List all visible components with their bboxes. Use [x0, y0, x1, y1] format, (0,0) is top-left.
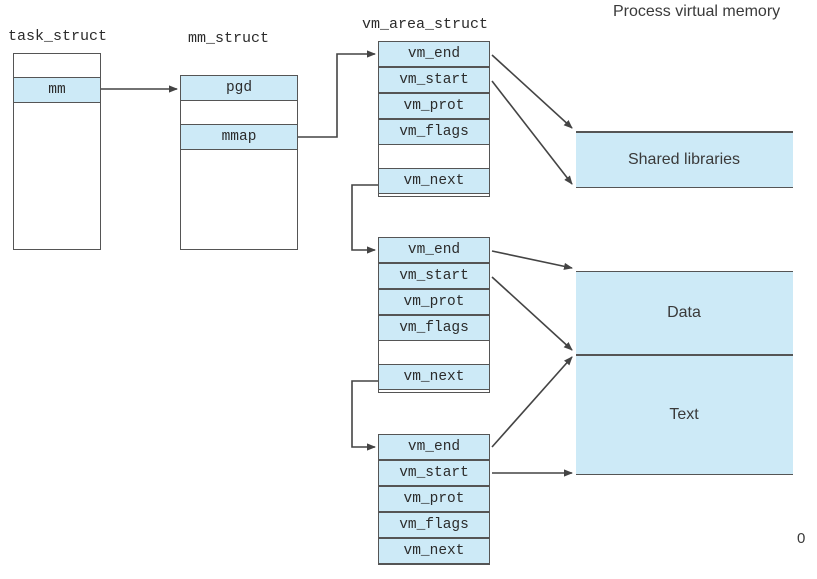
edge-vma3-end-to-text-top [491, 356, 573, 448]
vma3-row-vm-start[interactable]: vm_start [379, 459, 489, 486]
vma2-row-vm-end[interactable]: vm_end [379, 236, 489, 263]
task-struct-row-0 [14, 54, 100, 77]
mm-struct-box: pgd mmap [180, 74, 298, 250]
vma1-row-vm-end[interactable]: vm_end [379, 40, 489, 67]
task-struct-box: mm [13, 53, 101, 250]
memseg-text[interactable]: Text [575, 354, 793, 475]
vma1-row-vm-flags[interactable]: vm_flags [379, 118, 489, 145]
process-virtual-memory-title: Process virtual memory [613, 3, 781, 20]
vma2-row-vm-start[interactable]: vm_start [379, 262, 489, 289]
memseg-bottom-gap [575, 474, 793, 543]
vma-block-text: vm_end vm_start vm_prot vm_flags vm_next [378, 433, 490, 565]
vma1-row-vm-next[interactable]: vm_next [379, 167, 489, 194]
task-struct-row-2 [14, 103, 100, 248]
vma2-row-vm-next[interactable]: vm_next [379, 363, 489, 390]
memseg-shared-libraries[interactable]: Shared libraries [575, 131, 793, 188]
mm-struct-row-1 [181, 100, 297, 124]
vma-block-shared-libraries: vm_end vm_start vm_prot vm_flags vm_next [378, 40, 490, 197]
vma2-row-vm-prot[interactable]: vm_prot [379, 288, 489, 315]
mm-struct-row-pgd[interactable]: pgd [181, 74, 297, 101]
task-struct-title: task_struct [8, 28, 108, 45]
vma1-row-vm-prot[interactable]: vm_prot [379, 92, 489, 119]
vma3-row-vm-next[interactable]: vm_next [379, 537, 489, 564]
vma2-row-empty [379, 340, 489, 364]
vm-area-struct-title: vm_area_struct [362, 16, 489, 33]
mm-struct-title: mm_struct [188, 30, 270, 47]
vma1-row-empty [379, 144, 489, 168]
mm-struct-row-mmap[interactable]: mmap [181, 123, 297, 150]
vma3-row-vm-flags[interactable]: vm_flags [379, 511, 489, 538]
mm-struct-row-3 [181, 149, 297, 248]
vma2-row-vm-flags[interactable]: vm_flags [379, 314, 489, 341]
task-struct-row-mm[interactable]: mm [14, 77, 100, 103]
process-memory-column: Shared libraries Data Text [575, 25, 793, 543]
edge-vma1-next-to-vma2 [351, 184, 378, 254]
edge-vma1-end-to-sharedlib-top [491, 54, 573, 129]
edge-vma1-start-to-sharedlib-bottom [491, 80, 573, 185]
edge-mmap-to-vma1 [298, 50, 376, 138]
memseg-gap-middle [575, 187, 793, 271]
vma1-row-vm-start[interactable]: vm_start [379, 66, 489, 93]
vma3-row-vm-prot[interactable]: vm_prot [379, 485, 489, 512]
vma-block-data: vm_end vm_start vm_prot vm_flags vm_next [378, 236, 490, 393]
memseg-data[interactable]: Data [575, 270, 793, 355]
edge-vma2-end-to-data-top [491, 250, 573, 270]
edge-vma2-start-to-data-bottom [491, 276, 573, 351]
vma3-row-vm-end[interactable]: vm_end [379, 433, 489, 460]
memseg-top-gap [575, 25, 793, 132]
memory-bottom-address-label: 0 [797, 530, 806, 547]
edge-vma2-next-to-vma3 [351, 380, 378, 451]
